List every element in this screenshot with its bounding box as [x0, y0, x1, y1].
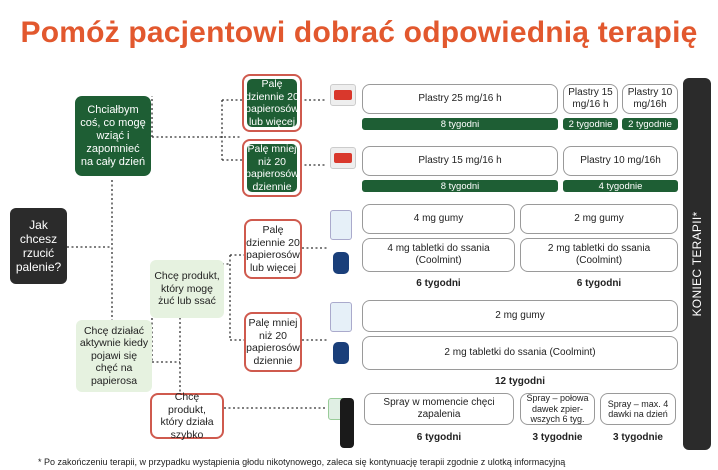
option-gum-4mg: 4 mg gumy	[362, 204, 515, 234]
option-gum-2mg: 2 mg gumy	[520, 204, 678, 234]
patch-box-image-label	[334, 153, 352, 163]
page-title: Pomóż pacjentowi dobrać odpowiednią tera…	[20, 16, 698, 49]
duration-bar: 2 tygodnie	[622, 118, 678, 130]
duration-bar: 8 tygodni	[362, 118, 558, 130]
duration-label: 6 tygodni	[416, 277, 461, 289]
option-lozenge-2mg: 2 mg tabletki do ssania (Coolmint)	[520, 238, 678, 272]
option-patch-10mg: Plastry 10 mg/16h	[622, 84, 678, 114]
option-patch-10mg: Plastry 10 mg/16h	[563, 146, 678, 176]
gum-light-smoker: Palę mniej niż 20 papierosów dziennie	[244, 312, 302, 372]
spray-bottle-image	[340, 398, 354, 448]
option-spray-max-doses: Spray – max. 4 dawki na dzień	[600, 393, 676, 425]
option-spray-on-demand: Spray w momencie chęci zapalenia	[364, 393, 514, 425]
duration-bar: 8 tygodni	[362, 180, 558, 192]
gum-box-image	[330, 302, 352, 332]
duration-label: 6 tygodni	[416, 431, 462, 443]
duration-bar: 2 tygodnie	[563, 118, 618, 130]
choice-all-day: Chciałbym coś, co mogę wziąć i zapomnieć…	[75, 96, 151, 176]
patch-box-image	[330, 147, 356, 169]
option-lozenge-4mg: 4 mg tabletki do ssania (Coolmint)	[362, 238, 515, 272]
duration-label: 3 tygodnie	[612, 431, 663, 443]
option-gum-2mg: 2 mg gumy	[362, 300, 678, 332]
choice-fast: Chcę produkt, który działa szybko	[150, 391, 224, 441]
option-patch-15mg: Plastry 15 mg/16 h	[563, 84, 618, 114]
end-of-therapy-bar: KONIEC TERAPII*	[683, 78, 711, 450]
duration-label: 3 tygodnie	[532, 431, 583, 443]
gum-heavy-smoker: Palę dziennie 20 papierosów lub więcej	[244, 219, 302, 279]
end-of-therapy-label: KONIEC TERAPII*	[690, 211, 704, 317]
duration-label: 6 tygodni	[576, 277, 622, 289]
duration-bar: 4 tygodnie	[563, 180, 678, 192]
patch-box-image-label	[334, 90, 352, 100]
lozenge-pack-image	[333, 252, 349, 274]
lozenge-pack-image	[333, 342, 349, 364]
start-box: Jak chcesz rzucić palenie?	[10, 208, 67, 284]
patch-light-label: Palę mniej niż 20 papierosów dziennie	[245, 143, 299, 193]
choice-active: Chcę działać aktywnie kiedy pojawi się c…	[76, 320, 152, 392]
option-patch-25mg: Plastry 25 mg/16 h	[362, 84, 558, 114]
option-spray-half-dose: Spray – połowa dawek zpier-wszych 6 tyg.	[520, 393, 595, 425]
patch-heavy-label: Palę dziennie 20 papierosów lub więcej	[245, 78, 299, 128]
patch-box-image	[330, 84, 356, 106]
patch-light-smoker: Palę mniej niż 20 papierosów dziennie	[242, 139, 302, 197]
duration-label: 12 tygodni	[494, 375, 545, 387]
option-lozenge-2mg: 2 mg tabletki do ssania (Coolmint)	[362, 336, 678, 370]
choice-chew: Chcę produkt, który mogę żuć lub ssać	[150, 260, 224, 318]
patch-heavy-smoker: Palę dziennie 20 papierosów lub więcej	[242, 74, 302, 132]
option-patch-15mg: Plastry 15 mg/16 h	[362, 146, 558, 176]
footnote: * Po zakończeniu terapii, w przypadku wy…	[38, 457, 566, 467]
gum-box-image	[330, 210, 352, 240]
